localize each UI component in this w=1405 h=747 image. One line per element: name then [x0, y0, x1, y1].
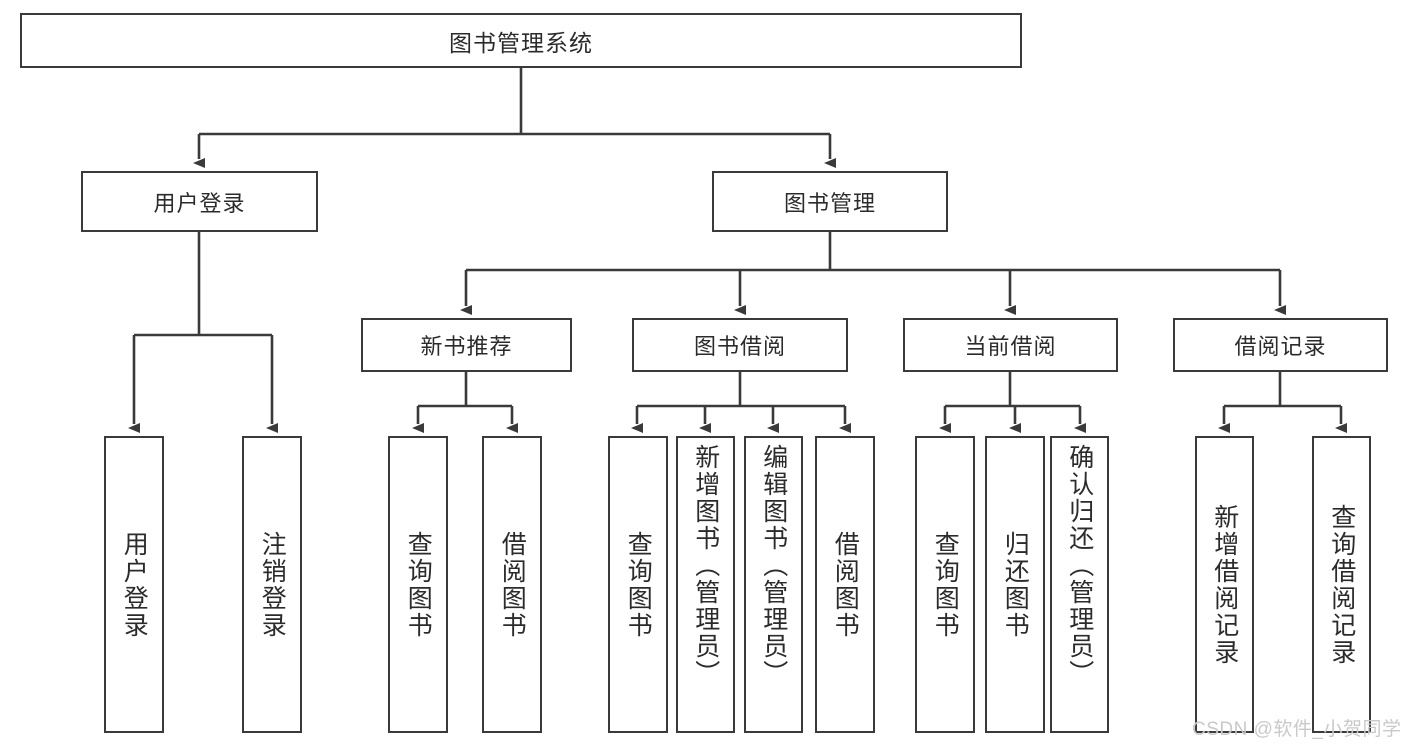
node-label: 新书推荐: [420, 334, 513, 359]
leaf-label: 确认归还（管理员）: [1065, 444, 1094, 687]
leaf-query-borrow-record[interactable]: 查询借阅记录: [1312, 436, 1371, 733]
node-current-borrow[interactable]: 当前借阅: [903, 318, 1118, 372]
leaf-label: 用户登录: [120, 530, 149, 639]
leaf-label: 编辑图书（管理员）: [759, 444, 788, 687]
leaf-label: 借阅图书: [831, 530, 860, 639]
leaf-query-book-borrow[interactable]: 查询图书: [608, 436, 668, 733]
leaf-query-book-recommend[interactable]: 查询图书: [388, 436, 448, 733]
leaf-confirm-return-admin[interactable]: 确认归还（管理员）: [1050, 436, 1109, 733]
node-book-management[interactable]: 图书管理: [712, 171, 948, 232]
node-label: 借阅记录: [1234, 334, 1327, 359]
csdn-watermark: CSDN @软件_小贺同学: [1192, 719, 1402, 740]
leaf-return-book[interactable]: 归还图书: [985, 436, 1045, 733]
node-book-borrow[interactable]: 图书借阅: [632, 318, 848, 372]
leaf-label: 借阅图书: [498, 530, 527, 639]
leaf-add-book-admin[interactable]: 新增图书（管理员）: [676, 436, 735, 733]
leaf-borrow-book-borrow[interactable]: 借阅图书: [815, 436, 875, 733]
node-root-system[interactable]: 图书管理系统: [20, 13, 1022, 68]
node-label: 图书管理系统: [449, 29, 593, 56]
node-label: 图书管理: [783, 190, 876, 216]
leaf-label: 查询图书: [624, 530, 653, 639]
node-new-book-recommend[interactable]: 新书推荐: [361, 318, 572, 372]
leaf-logout[interactable]: 注销登录: [242, 436, 302, 733]
leaf-borrow-book-recommend[interactable]: 借阅图书: [482, 436, 542, 733]
node-label: 当前借阅: [964, 334, 1057, 359]
leaf-label: 注销登录: [258, 530, 287, 639]
node-label: 用户登录: [153, 190, 246, 216]
leaf-label: 查询图书: [931, 530, 960, 639]
node-borrow-record[interactable]: 借阅记录: [1173, 318, 1388, 372]
leaf-add-borrow-record[interactable]: 新增借阅记录: [1195, 436, 1254, 733]
leaf-query-book-current[interactable]: 查询图书: [915, 436, 975, 733]
leaf-label: 查询借阅记录: [1327, 503, 1356, 666]
leaf-edit-book-admin[interactable]: 编辑图书（管理员）: [744, 436, 803, 733]
leaf-label: 新增借阅记录: [1210, 503, 1239, 666]
leaf-label: 新增图书（管理员）: [691, 444, 720, 687]
leaf-label: 查询图书: [404, 530, 433, 639]
node-label: 图书借阅: [693, 334, 786, 359]
leaf-user-login[interactable]: 用户登录: [104, 436, 164, 733]
leaf-label: 归还图书: [1001, 530, 1030, 639]
node-user-login[interactable]: 用户登录: [81, 171, 318, 232]
